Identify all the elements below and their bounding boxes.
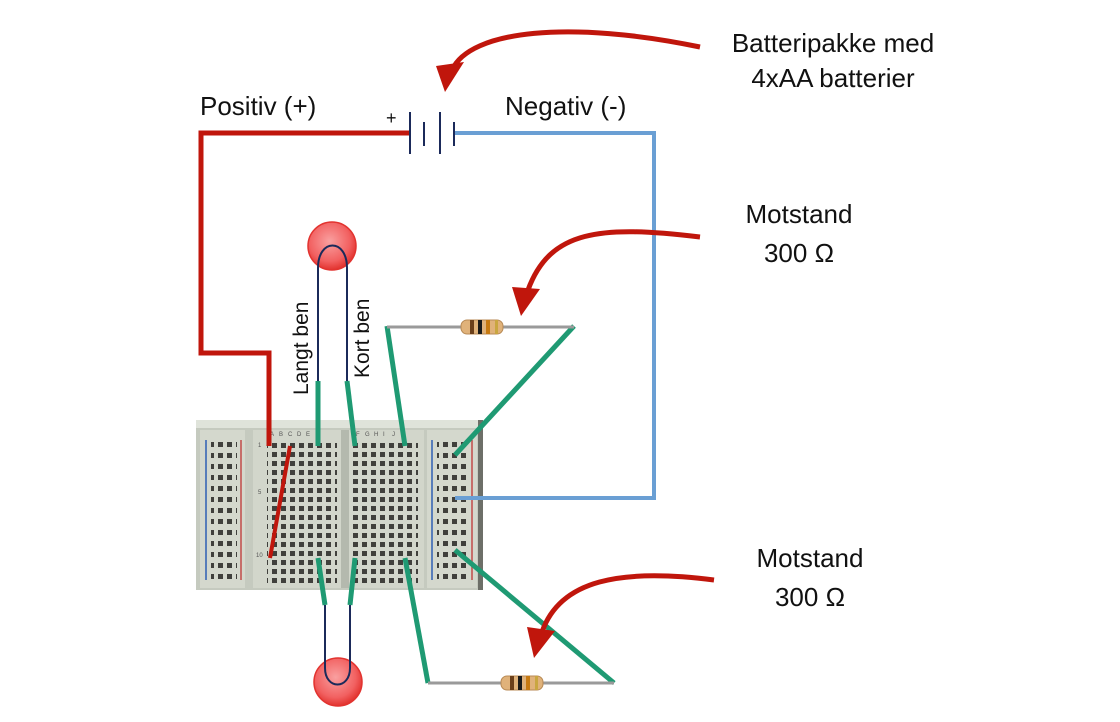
- led-bottom-left-wire: [315, 557, 328, 606]
- resistor-top-label-line1: Motstand: [746, 199, 853, 229]
- led-bottom-right-wire: [347, 557, 358, 606]
- resistor-bottom-left-wire: [402, 557, 431, 684]
- row-number-5: 5: [258, 490, 262, 496]
- left-rail-holes: [211, 438, 237, 584]
- short-leg-label: Kort ben: [351, 299, 374, 378]
- resistor-icon: [387, 319, 574, 335]
- led-icon: [313, 605, 363, 707]
- center-channel: [341, 430, 349, 588]
- col-letter-b: B: [279, 432, 283, 438]
- led-icon: [307, 221, 357, 381]
- col-letter-i: I: [383, 432, 385, 438]
- battery-pack-label-line2: 4xAA batterier: [751, 63, 915, 93]
- negative-label: Negativ (-): [505, 91, 626, 121]
- resistor-top-left-wire: [384, 325, 408, 447]
- col-letter-h: H: [374, 432, 378, 438]
- battery-pack-label-line1: Batteripakke med: [732, 28, 934, 58]
- curved-arrow-icon: [512, 287, 540, 316]
- col-letter-c: C: [288, 432, 293, 438]
- curved-arrow-icon: [525, 229, 701, 291]
- curved-arrow-icon: [436, 62, 464, 92]
- col-letter-e: E: [306, 432, 310, 438]
- resistor-top-right-wire: [453, 324, 576, 457]
- col-letter-a: A: [270, 432, 274, 438]
- right-rail-holes: [437, 438, 467, 584]
- resistor-bottom-right-wire: [453, 548, 616, 685]
- breadboard: A B C D E F G H I J 1 5 10: [196, 420, 483, 590]
- row-number-1: 1: [258, 443, 262, 449]
- negative-wire: [455, 131, 656, 500]
- breadboard-right-edge: [478, 420, 483, 590]
- curved-arrow-icon: [539, 573, 715, 633]
- row-number-10: 10: [256, 553, 263, 559]
- positive-label: Positiv (+): [200, 91, 316, 121]
- col-letter-j: J: [392, 432, 395, 438]
- positive-wire: [198, 130, 410, 446]
- col-letter-d: D: [297, 432, 302, 438]
- positive-jumper-wire: [268, 445, 292, 559]
- resistor-top-label-line2: 300 Ω: [764, 238, 834, 268]
- curved-arrow-icon: [527, 627, 555, 658]
- breadboard-top-edge: [196, 420, 483, 428]
- curved-arrow-icon: [449, 29, 701, 72]
- col-letter-g: G: [365, 432, 370, 438]
- led-top-short-leg-wire: [344, 380, 358, 447]
- col-letter-f: F: [356, 432, 360, 438]
- long-leg-label: Langt ben: [290, 302, 313, 395]
- resistor-icon: [428, 675, 614, 691]
- jumper-wires: [315, 324, 616, 685]
- battery-symbol-icon: [409, 112, 455, 154]
- battery-plus-sign: +: [386, 108, 397, 128]
- resistor-bottom-label-line1: Motstand: [757, 543, 864, 573]
- resistor-bottom-label-line2: 300 Ω: [775, 582, 845, 612]
